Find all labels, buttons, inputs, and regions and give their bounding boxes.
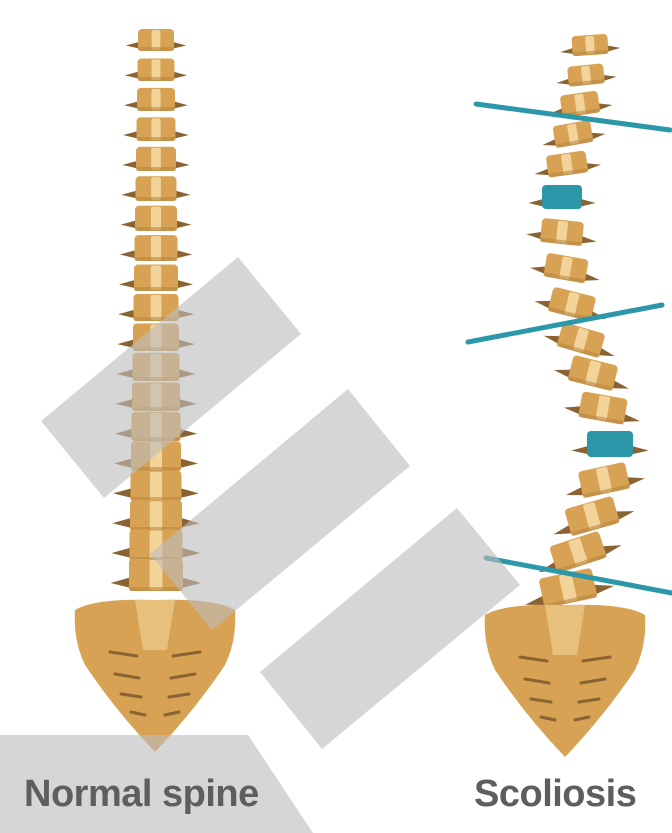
vertebra-shadow <box>137 107 175 111</box>
vertebra-highlight <box>151 118 160 140</box>
vertebra-shadow <box>136 167 176 171</box>
vertebra-shadow <box>135 257 178 261</box>
vertebra-shadow <box>135 227 177 231</box>
vertebra-shadow <box>134 287 178 291</box>
vertebra <box>562 458 647 501</box>
vertebra <box>563 388 644 427</box>
vertebra <box>122 176 191 201</box>
vertebra <box>126 29 187 51</box>
vertebra <box>119 265 193 291</box>
vertebra-body <box>587 431 633 457</box>
watermark-logo <box>0 257 520 833</box>
vertebra-shadow <box>129 587 183 591</box>
vertebra <box>120 235 192 261</box>
vertebra <box>124 88 188 111</box>
normal-spine-caption: Normal spine <box>24 775 259 813</box>
vertebra <box>123 117 189 141</box>
vertebra-highlight <box>150 501 162 530</box>
vertebra <box>526 216 599 247</box>
scoliosis-caption: Scoliosis <box>474 775 636 813</box>
apical-vertebra-highlighted <box>528 185 595 209</box>
vertebra-highlight <box>151 266 162 290</box>
vertebra-shadow <box>136 197 177 201</box>
vertebra-shadow <box>137 137 176 141</box>
vertebra-highlight <box>151 89 160 110</box>
vertebra-shadow <box>138 77 175 81</box>
vertebra-highlight <box>150 472 162 500</box>
vertebra-highlight <box>151 177 161 200</box>
scoliosis-sacrum <box>485 605 646 757</box>
vertebra <box>529 250 603 286</box>
scoliosis-spine <box>468 33 672 757</box>
vertebra <box>532 148 602 179</box>
vertebra-highlight <box>151 236 161 260</box>
vertebra <box>125 58 187 81</box>
vertebra-highlight <box>151 295 162 320</box>
vertebra <box>122 147 189 171</box>
vertebra <box>121 206 192 231</box>
vertebra <box>559 33 621 57</box>
vertebra-highlight <box>152 59 161 80</box>
vertebra-shadow <box>138 47 174 51</box>
vertebra-highlight <box>151 207 161 230</box>
vertebra-highlight <box>151 148 161 170</box>
vertebra <box>552 351 633 395</box>
vertebra <box>555 62 617 88</box>
vertebra-body <box>542 185 582 209</box>
apical-vertebra-highlighted <box>571 431 648 457</box>
